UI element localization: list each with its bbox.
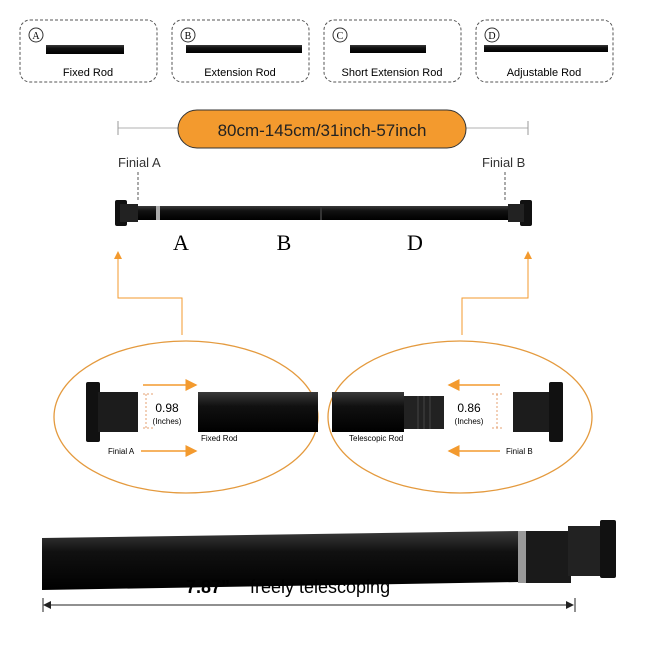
- rod-letter: D: [407, 230, 423, 255]
- connector-right: [461, 251, 532, 335]
- telescopic-rod-label: Telescopic Rod: [349, 434, 403, 443]
- part-box-c: C Short Extension Rod: [323, 19, 462, 83]
- rod-icon: [350, 45, 426, 53]
- telescoping-rod: [42, 520, 616, 590]
- part-label: Adjustable Rod: [507, 67, 582, 79]
- diameter-unit: (Inches): [455, 417, 484, 426]
- telescoping-text: freely telescoping: [250, 577, 390, 597]
- part-label: Fixed Rod: [63, 67, 113, 79]
- length-badge: [177, 109, 467, 149]
- part-label: Extension Rod: [204, 67, 276, 79]
- finial-a-detail-label: Finial A: [108, 447, 135, 456]
- detail-right: 0.86 (Inches) Telescopic Rod Finial B: [327, 340, 593, 494]
- rod-icon: [484, 45, 608, 52]
- rod-icon: [186, 45, 302, 53]
- telescoping-value: 7.87”: [186, 577, 230, 597]
- diameter-value: 0.98: [155, 401, 179, 415]
- connector-left: [114, 251, 183, 335]
- finial-b-detail-label: Finial B: [506, 447, 533, 456]
- rod-icon: [46, 45, 124, 54]
- detail-left: 0.98 (Inches) Fixed Rod Finial A: [53, 340, 319, 494]
- diameter-unit: (Inches): [153, 417, 182, 426]
- part-box-a: A Fixed Rod: [19, 19, 158, 83]
- part-letter: D: [488, 31, 495, 42]
- rod-letter: A: [173, 230, 189, 255]
- part-label: Short Extension Rod: [342, 67, 443, 79]
- assembled-rod: [115, 200, 532, 226]
- diameter-value: 0.86: [457, 401, 481, 415]
- rod-letter: B: [277, 230, 292, 255]
- part-box-b: B Extension Rod: [171, 19, 310, 83]
- part-box-d: D Adjustable Rod: [475, 19, 614, 83]
- part-letter: A: [32, 31, 40, 42]
- part-letter: C: [337, 31, 344, 42]
- fixed-rod-label: Fixed Rod: [201, 434, 237, 443]
- length-range: 80cm-145cm/31inch-57inch: [218, 121, 427, 140]
- finial-a-label: Finial A: [118, 155, 161, 170]
- finial-b-label: Finial B: [482, 155, 525, 170]
- part-letter: B: [185, 31, 192, 42]
